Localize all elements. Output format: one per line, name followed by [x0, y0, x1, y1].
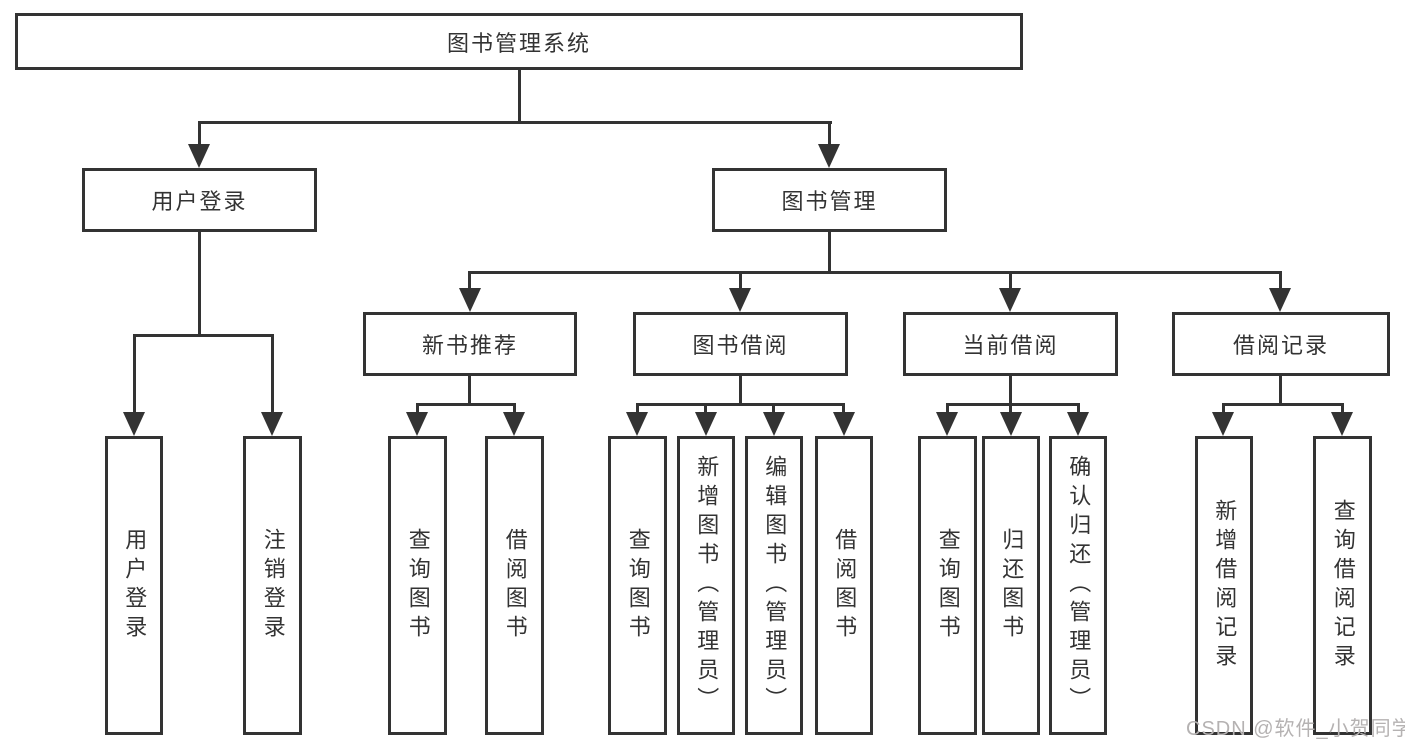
connector-line	[1222, 403, 1344, 406]
connector-line	[1222, 403, 1225, 415]
leaf-return-books: 归还图书	[982, 436, 1040, 735]
connector-line	[198, 121, 832, 124]
leaf-label: 新增借阅记录	[1212, 498, 1238, 673]
watermark-csdn: CSDN @软件_小贺同学	[1186, 718, 1405, 740]
connector-line	[772, 403, 775, 415]
leaf-label: 用户登录	[122, 527, 148, 644]
node-label: 用户登录	[151, 189, 248, 214]
connector-line	[946, 403, 949, 415]
leaf-query-books: 查询图书	[918, 436, 977, 735]
arrowhead-down-icon	[729, 288, 751, 312]
connector-line	[636, 403, 639, 415]
connector-line	[828, 121, 831, 149]
connector-line	[1009, 403, 1012, 415]
arrowhead-down-icon	[188, 144, 210, 168]
connector-line	[271, 334, 274, 414]
connector-line	[739, 271, 742, 292]
connector-line	[739, 376, 742, 405]
connector-line	[416, 403, 419, 415]
leaf-confirm-return-admin: 确认归还（管理员）	[1049, 436, 1107, 735]
node-label: 新书推荐	[421, 333, 518, 358]
arrowhead-down-icon	[1000, 412, 1022, 436]
connector-line	[133, 334, 274, 337]
leaf-label: 注销登录	[260, 527, 286, 644]
connector-line	[1279, 376, 1282, 405]
connector-line	[1279, 271, 1282, 292]
arrowhead-down-icon	[406, 412, 428, 436]
connector-line	[842, 403, 845, 415]
connector-line	[133, 334, 136, 414]
leaf-label: 新增图书（管理员）	[694, 455, 720, 716]
node-label: 图书借阅	[692, 333, 789, 358]
leaf-query-books: 查询图书	[388, 436, 447, 735]
leaf-edit-books-admin: 编辑图书（管理员）	[745, 436, 803, 735]
connector-line	[1341, 403, 1344, 415]
node-current-borrowing: 当前借阅	[903, 312, 1118, 376]
arrowhead-down-icon	[1212, 412, 1234, 436]
leaf-logout: 注销登录	[243, 436, 302, 735]
connector-line	[468, 271, 1282, 274]
leaf-label: 查询图书	[625, 527, 651, 644]
connector-line	[468, 271, 471, 292]
connector-line	[828, 232, 831, 274]
arrowhead-down-icon	[818, 144, 840, 168]
arrowhead-down-icon	[261, 412, 283, 436]
leaf-label: 确认归还（管理员）	[1066, 455, 1092, 716]
leaf-label: 查询图书	[935, 527, 961, 644]
connector-line	[518, 67, 521, 124]
arrowhead-down-icon	[1067, 412, 1089, 436]
arrowhead-down-icon	[1331, 412, 1353, 436]
node-book-management: 图书管理	[712, 168, 947, 232]
leaf-query-books: 查询图书	[608, 436, 667, 735]
connector-line	[1077, 403, 1080, 415]
connector-line	[416, 403, 516, 406]
leaf-label: 借阅图书	[502, 527, 528, 644]
connector-line	[198, 232, 201, 337]
leaf-label: 借阅图书	[832, 527, 858, 644]
connector-line	[704, 403, 707, 415]
arrowhead-down-icon	[936, 412, 958, 436]
leaf-borrow-books: 借阅图书	[815, 436, 873, 735]
connector-line	[636, 403, 845, 406]
connector-line	[946, 403, 1080, 406]
arrowhead-down-icon	[695, 412, 717, 436]
arrowhead-down-icon	[763, 412, 785, 436]
arrowhead-down-icon	[833, 412, 855, 436]
leaf-query-borrow-record: 查询借阅记录	[1313, 436, 1372, 735]
arrowhead-down-icon	[626, 412, 648, 436]
node-book-management-system: 图书管理系统	[15, 13, 1023, 70]
node-label: 图书管理系统	[446, 30, 591, 56]
node-label: 借阅记录	[1232, 333, 1329, 358]
connector-line	[513, 403, 516, 415]
arrowhead-down-icon	[1269, 288, 1291, 312]
leaf-label: 查询图书	[405, 527, 431, 644]
node-label: 图书管理	[781, 189, 878, 214]
node-new-book-recommend: 新书推荐	[363, 312, 577, 376]
node-book-borrowing: 图书借阅	[633, 312, 848, 376]
node-borrowing-records: 借阅记录	[1172, 312, 1390, 376]
leaf-user-login: 用户登录	[105, 436, 163, 735]
arrowhead-down-icon	[503, 412, 525, 436]
connector-line	[468, 376, 471, 405]
arrowhead-down-icon	[123, 412, 145, 436]
leaf-add-books-admin: 新增图书（管理员）	[677, 436, 735, 735]
arrowhead-down-icon	[459, 288, 481, 312]
node-user-login: 用户登录	[82, 168, 317, 232]
leaf-label: 查询借阅记录	[1330, 498, 1356, 673]
leaf-label: 编辑图书（管理员）	[762, 455, 788, 716]
connector-line	[1009, 376, 1012, 405]
leaf-add-borrow-record: 新增借阅记录	[1195, 436, 1253, 735]
leaf-borrow-books: 借阅图书	[485, 436, 544, 735]
leaf-label: 归还图书	[999, 527, 1025, 644]
connector-line	[198, 121, 201, 149]
node-label: 当前借阅	[962, 333, 1059, 358]
connector-line	[1009, 271, 1012, 292]
arrowhead-down-icon	[999, 288, 1021, 312]
